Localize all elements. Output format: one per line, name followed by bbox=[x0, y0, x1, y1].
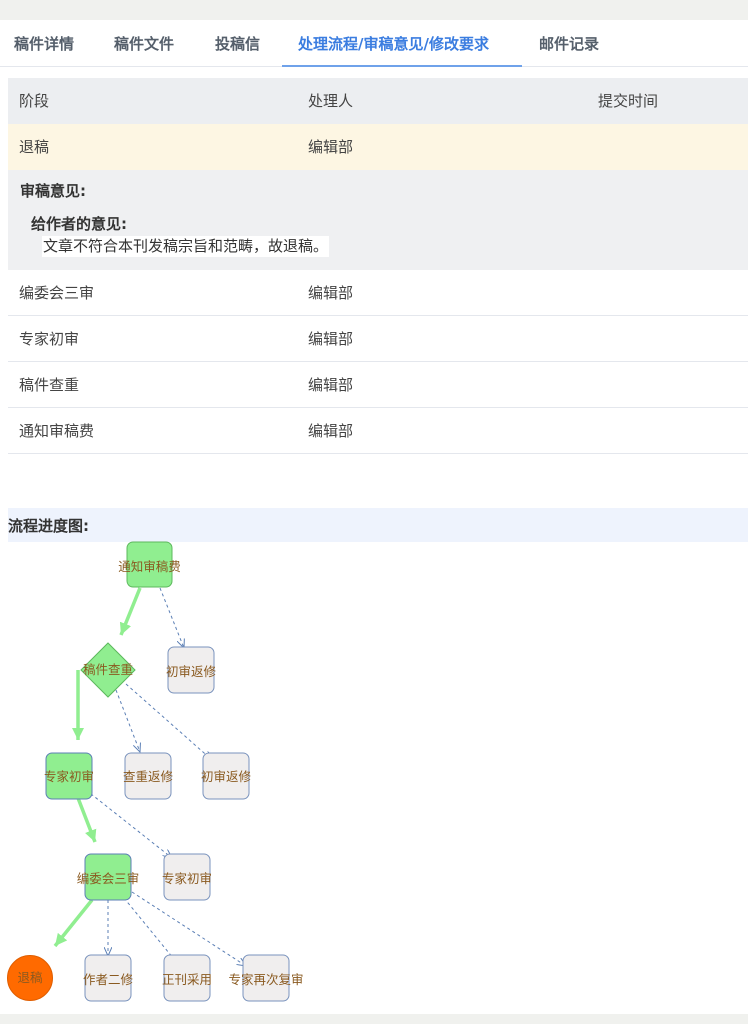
flow-node-first-revision[interactable]: 初审返修 bbox=[166, 646, 217, 694]
flow-node-expert-first-review[interactable]: 专家初审 bbox=[44, 752, 94, 800]
flow-node-label: 正刊采用 bbox=[162, 972, 212, 987]
flow-node-author-second-revision[interactable]: 作者二修 bbox=[83, 954, 134, 1002]
stage-cell: 编委会三审 bbox=[19, 284, 95, 302]
handler-cell: 编辑部 bbox=[308, 138, 354, 156]
edge-n1-n3 bbox=[159, 587, 184, 648]
table-row[interactable]: 通知审稿费 编辑部 bbox=[8, 408, 748, 454]
author-opinion-title: 给作者的意见: bbox=[31, 215, 127, 233]
tab-process-review[interactable]: 处理流程/审稿意见/修改要求 bbox=[298, 35, 489, 53]
tab-manuscript-files[interactable]: 稿件文件 bbox=[114, 35, 175, 53]
flow-node-duplicate-check[interactable]: 稿件查重 bbox=[80, 642, 136, 698]
flow-node-label: 退稿 bbox=[17, 970, 42, 985]
bottom-strip bbox=[0, 1014, 748, 1024]
flow-node-expert-re-review[interactable]: 专家再次复审 bbox=[228, 954, 304, 1002]
column-header-time: 提交时间 bbox=[598, 92, 659, 110]
author-opinion-text: 文章不符合本刊发稿宗旨和范畴，故退稿。 bbox=[42, 236, 330, 257]
content-card: 稿件详情 稿件文件 投稿信 处理流程/审稿意见/修改要求 邮件记录 阶段 处理人… bbox=[0, 20, 748, 1014]
flow-node-expert-first-review-2[interactable]: 专家初审 bbox=[162, 853, 212, 901]
flow-node-label: 编委会三审 bbox=[77, 871, 140, 886]
flow-node-label: 稿件查重 bbox=[83, 662, 133, 677]
handler-cell: 编辑部 bbox=[308, 330, 354, 348]
review-opinion-title: 审稿意见: bbox=[20, 182, 86, 200]
process-flow-diagram: 通知审稿费 稿件查重 初审返修 专家初审 查重返修 初审返修 bbox=[7, 541, 304, 1002]
branch-edges bbox=[85, 587, 246, 966]
flow-chart-title: 流程进度图: bbox=[8, 508, 748, 542]
edge-n1-n2 bbox=[119, 587, 142, 636]
handler-cell: 编辑部 bbox=[308, 284, 354, 302]
flow-node-notify-fee[interactable]: 通知审稿费 bbox=[118, 541, 181, 588]
table-row[interactable]: 编委会三审 编辑部 bbox=[8, 270, 748, 316]
edge-n4-n8 bbox=[85, 789, 172, 858]
handler-cell: 编辑部 bbox=[308, 422, 354, 440]
flow-node-label: 专家初审 bbox=[44, 769, 94, 784]
table-row-rejected[interactable]: 退稿 编辑部 bbox=[8, 124, 748, 170]
active-tab-indicator bbox=[282, 65, 522, 67]
stage-cell: 退稿 bbox=[19, 138, 50, 156]
review-opinion-panel: 审稿意见: 给作者的意见: 文章不符合本刊发稿宗旨和范畴，故退稿。 bbox=[8, 170, 748, 270]
edge-n7-n12 bbox=[131, 891, 246, 966]
flow-node-label: 通知审稿费 bbox=[118, 559, 181, 574]
flow-node-committee-third-review[interactable]: 编委会三审 bbox=[77, 853, 140, 901]
tab-bar: 稿件详情 稿件文件 投稿信 处理流程/审稿意见/修改要求 邮件记录 bbox=[0, 20, 748, 67]
flow-node-accepted[interactable]: 正刊采用 bbox=[162, 954, 212, 1002]
flow-node-label: 专家再次复审 bbox=[228, 972, 303, 987]
tab-email-records[interactable]: 邮件记录 bbox=[539, 35, 600, 53]
flow-node-label: 初审返修 bbox=[201, 769, 252, 784]
flow-chart-title-text: 流程进度图: bbox=[8, 517, 89, 535]
tab-manuscript-details[interactable]: 稿件详情 bbox=[14, 35, 75, 53]
flow-node-label: 初审返修 bbox=[166, 664, 217, 679]
flow-node-first-revision-2[interactable]: 初审返修 bbox=[201, 752, 252, 800]
top-strip bbox=[0, 0, 748, 20]
tab-cover-letter[interactable]: 投稿信 bbox=[215, 35, 261, 53]
stage-cell: 稿件查重 bbox=[19, 376, 80, 394]
edge-n2-n6 bbox=[125, 683, 212, 760]
flow-node-duplicate-revision[interactable]: 查重返修 bbox=[123, 752, 174, 800]
flow-node-label: 专家初审 bbox=[162, 871, 212, 886]
handler-cell: 编辑部 bbox=[308, 376, 354, 394]
stage-cell: 专家初审 bbox=[19, 330, 80, 348]
table-row[interactable]: 专家初审 编辑部 bbox=[8, 316, 748, 362]
edge-n4-n7 bbox=[76, 797, 97, 843]
edge-n7-n9 bbox=[53, 898, 94, 948]
table-header: 阶段 处理人 提交时间 bbox=[8, 78, 748, 124]
flow-node-label: 查重返修 bbox=[123, 769, 174, 784]
flow-node-rejected-current[interactable]: 退稿 bbox=[7, 955, 53, 1001]
column-header-stage: 阶段 bbox=[19, 92, 50, 110]
stage-cell: 通知审稿费 bbox=[19, 422, 95, 440]
edge-n7-n11 bbox=[123, 897, 178, 964]
edge-n2-n5 bbox=[115, 689, 140, 752]
table-row[interactable]: 稿件查重 编辑部 bbox=[8, 362, 748, 408]
column-header-handler: 处理人 bbox=[308, 92, 354, 110]
progress-path bbox=[53, 587, 142, 948]
flow-node-label: 作者二修 bbox=[83, 972, 134, 987]
